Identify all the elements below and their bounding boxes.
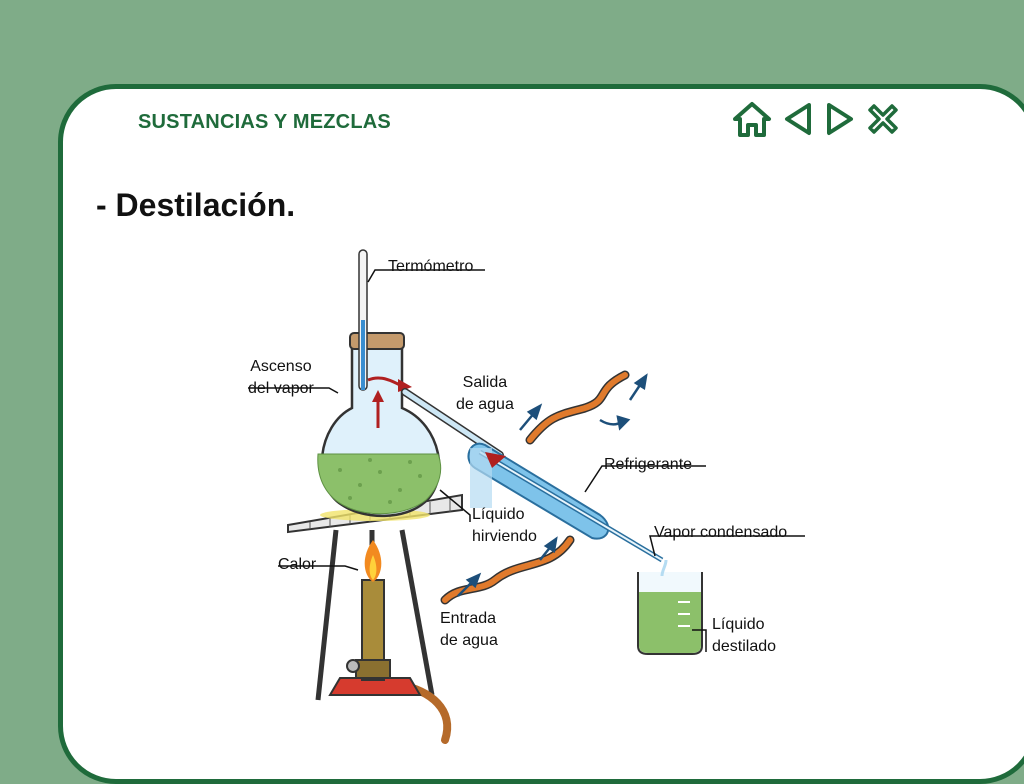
home-icon <box>733 102 771 137</box>
label-termometro: Termómetro <box>388 258 474 275</box>
label-entrada-line2: de agua <box>440 632 498 649</box>
distillation-diagram <box>248 249 805 744</box>
next-button[interactable] <box>824 100 856 143</box>
label-ascenso-line2: del vapor <box>248 380 314 397</box>
water-flow-arrows <box>457 373 648 597</box>
label-destilado-line1: Líquido <box>712 616 765 633</box>
label-ascenso-vapor: Ascenso del vapor <box>248 356 314 400</box>
close-icon <box>868 104 898 134</box>
label-liquido-hirviendo: Líquido hirviendo <box>472 504 537 548</box>
label-entrada-line1: Entrada <box>440 610 497 627</box>
thermometer <box>358 249 368 391</box>
label-liquido-destilado: Líquido destilado <box>712 614 776 658</box>
label-salida-line1: Salida <box>462 374 508 391</box>
label-ascenso-line1: Ascenso <box>250 358 312 375</box>
label-hirviendo-line2: hirviendo <box>472 528 537 545</box>
label-salida-line2: de agua <box>456 396 514 413</box>
label-calor: Calor <box>278 556 317 573</box>
label-refrigerante: Refrigerante <box>604 456 693 473</box>
header-title: SUSTANCIAS Y MEZCLAS <box>138 111 391 133</box>
label-vapor-condensado: Vapor condensado <box>654 524 788 541</box>
home-button[interactable] <box>732 100 772 143</box>
arrow-right-icon <box>827 103 853 135</box>
label-salida-agua: Salida de agua <box>456 372 514 416</box>
nav-toolbar <box>732 100 902 140</box>
collection-beaker <box>637 559 703 655</box>
label-destilado-line2: destilado <box>712 638 777 655</box>
arrow-left-icon <box>785 103 811 135</box>
label-entrada-agua: Entrada de agua <box>440 608 498 652</box>
bunsen-burner <box>328 540 422 696</box>
previous-button[interactable] <box>782 100 814 143</box>
round-bottom-flask <box>317 332 442 518</box>
page-title: - Destilación. <box>96 187 296 223</box>
label-hirviendo-line1: Líquido <box>472 506 525 523</box>
close-button[interactable] <box>864 100 902 143</box>
condenser <box>467 442 664 563</box>
